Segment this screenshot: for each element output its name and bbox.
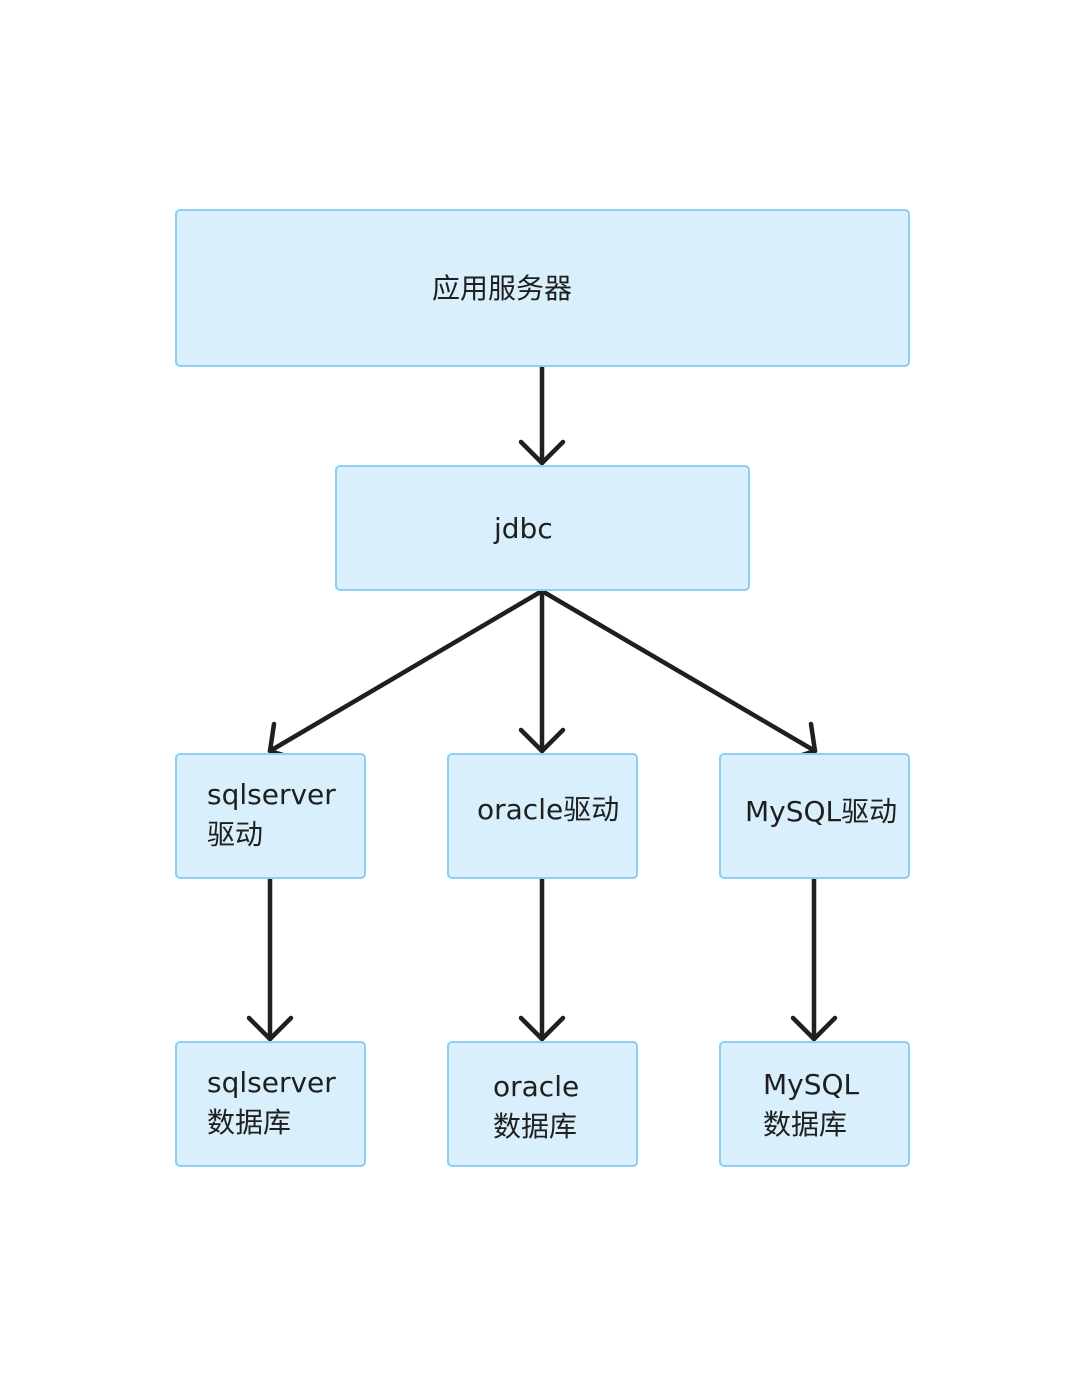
node-oracle-db-label: oracle 数据库 (493, 1067, 579, 1147)
node-app-server: 应用服务器 (175, 209, 910, 367)
edge-jdbc-to-mysql-driver (539, 588, 818, 754)
node-oracle-db: oracle 数据库 (447, 1041, 638, 1167)
node-oracle-driver-label: oracle驱动 (477, 793, 620, 826)
node-jdbc-label: jdbc (494, 512, 553, 545)
node-mysql-db: MySQL 数据库 (719, 1041, 910, 1167)
node-sqlserver-db-label: sqlserver 数据库 (207, 1063, 336, 1143)
node-sqlserver-db-line-2: 数据库 (207, 1106, 292, 1139)
node-app-server-label: 应用服务器 (432, 272, 573, 305)
node-oracle-db-line-1: oracle (493, 1070, 580, 1103)
node-mysql-db-line-1: MySQL (763, 1068, 860, 1101)
arrowhead-oracle-db (518, 1015, 566, 1042)
node-oracle-driver: oracle驱动 (447, 753, 638, 879)
node-mysql-driver: MySQL驱动 (719, 753, 910, 879)
node-jdbc: jdbc (335, 465, 750, 591)
node-sqlserver-driver-line-2: 驱动 (207, 818, 264, 851)
node-mysql-driver-label: MySQL驱动 (745, 795, 898, 828)
node-mysql-db-line-2: 数据库 (763, 1108, 848, 1141)
arrowhead-mysql-db (790, 1015, 838, 1042)
node-sqlserver-db-line-1: sqlserver (207, 1066, 336, 1099)
edge-jdbc-to-sqlserver-driver (267, 588, 545, 754)
node-mysql-db-label: MySQL 数据库 (763, 1065, 859, 1145)
arrowhead-sqlserver-db (246, 1015, 294, 1042)
node-sqlserver-db: sqlserver 数据库 (175, 1041, 366, 1167)
arrowhead-oracle-driver (518, 727, 566, 754)
arrowhead-jdbc (518, 439, 566, 466)
node-sqlserver-driver: sqlserver 驱动 (175, 753, 366, 879)
node-oracle-db-line-2: 数据库 (493, 1110, 578, 1143)
node-sqlserver-driver-label: sqlserver 驱动 (207, 775, 336, 855)
node-sqlserver-driver-line-1: sqlserver (207, 778, 336, 811)
